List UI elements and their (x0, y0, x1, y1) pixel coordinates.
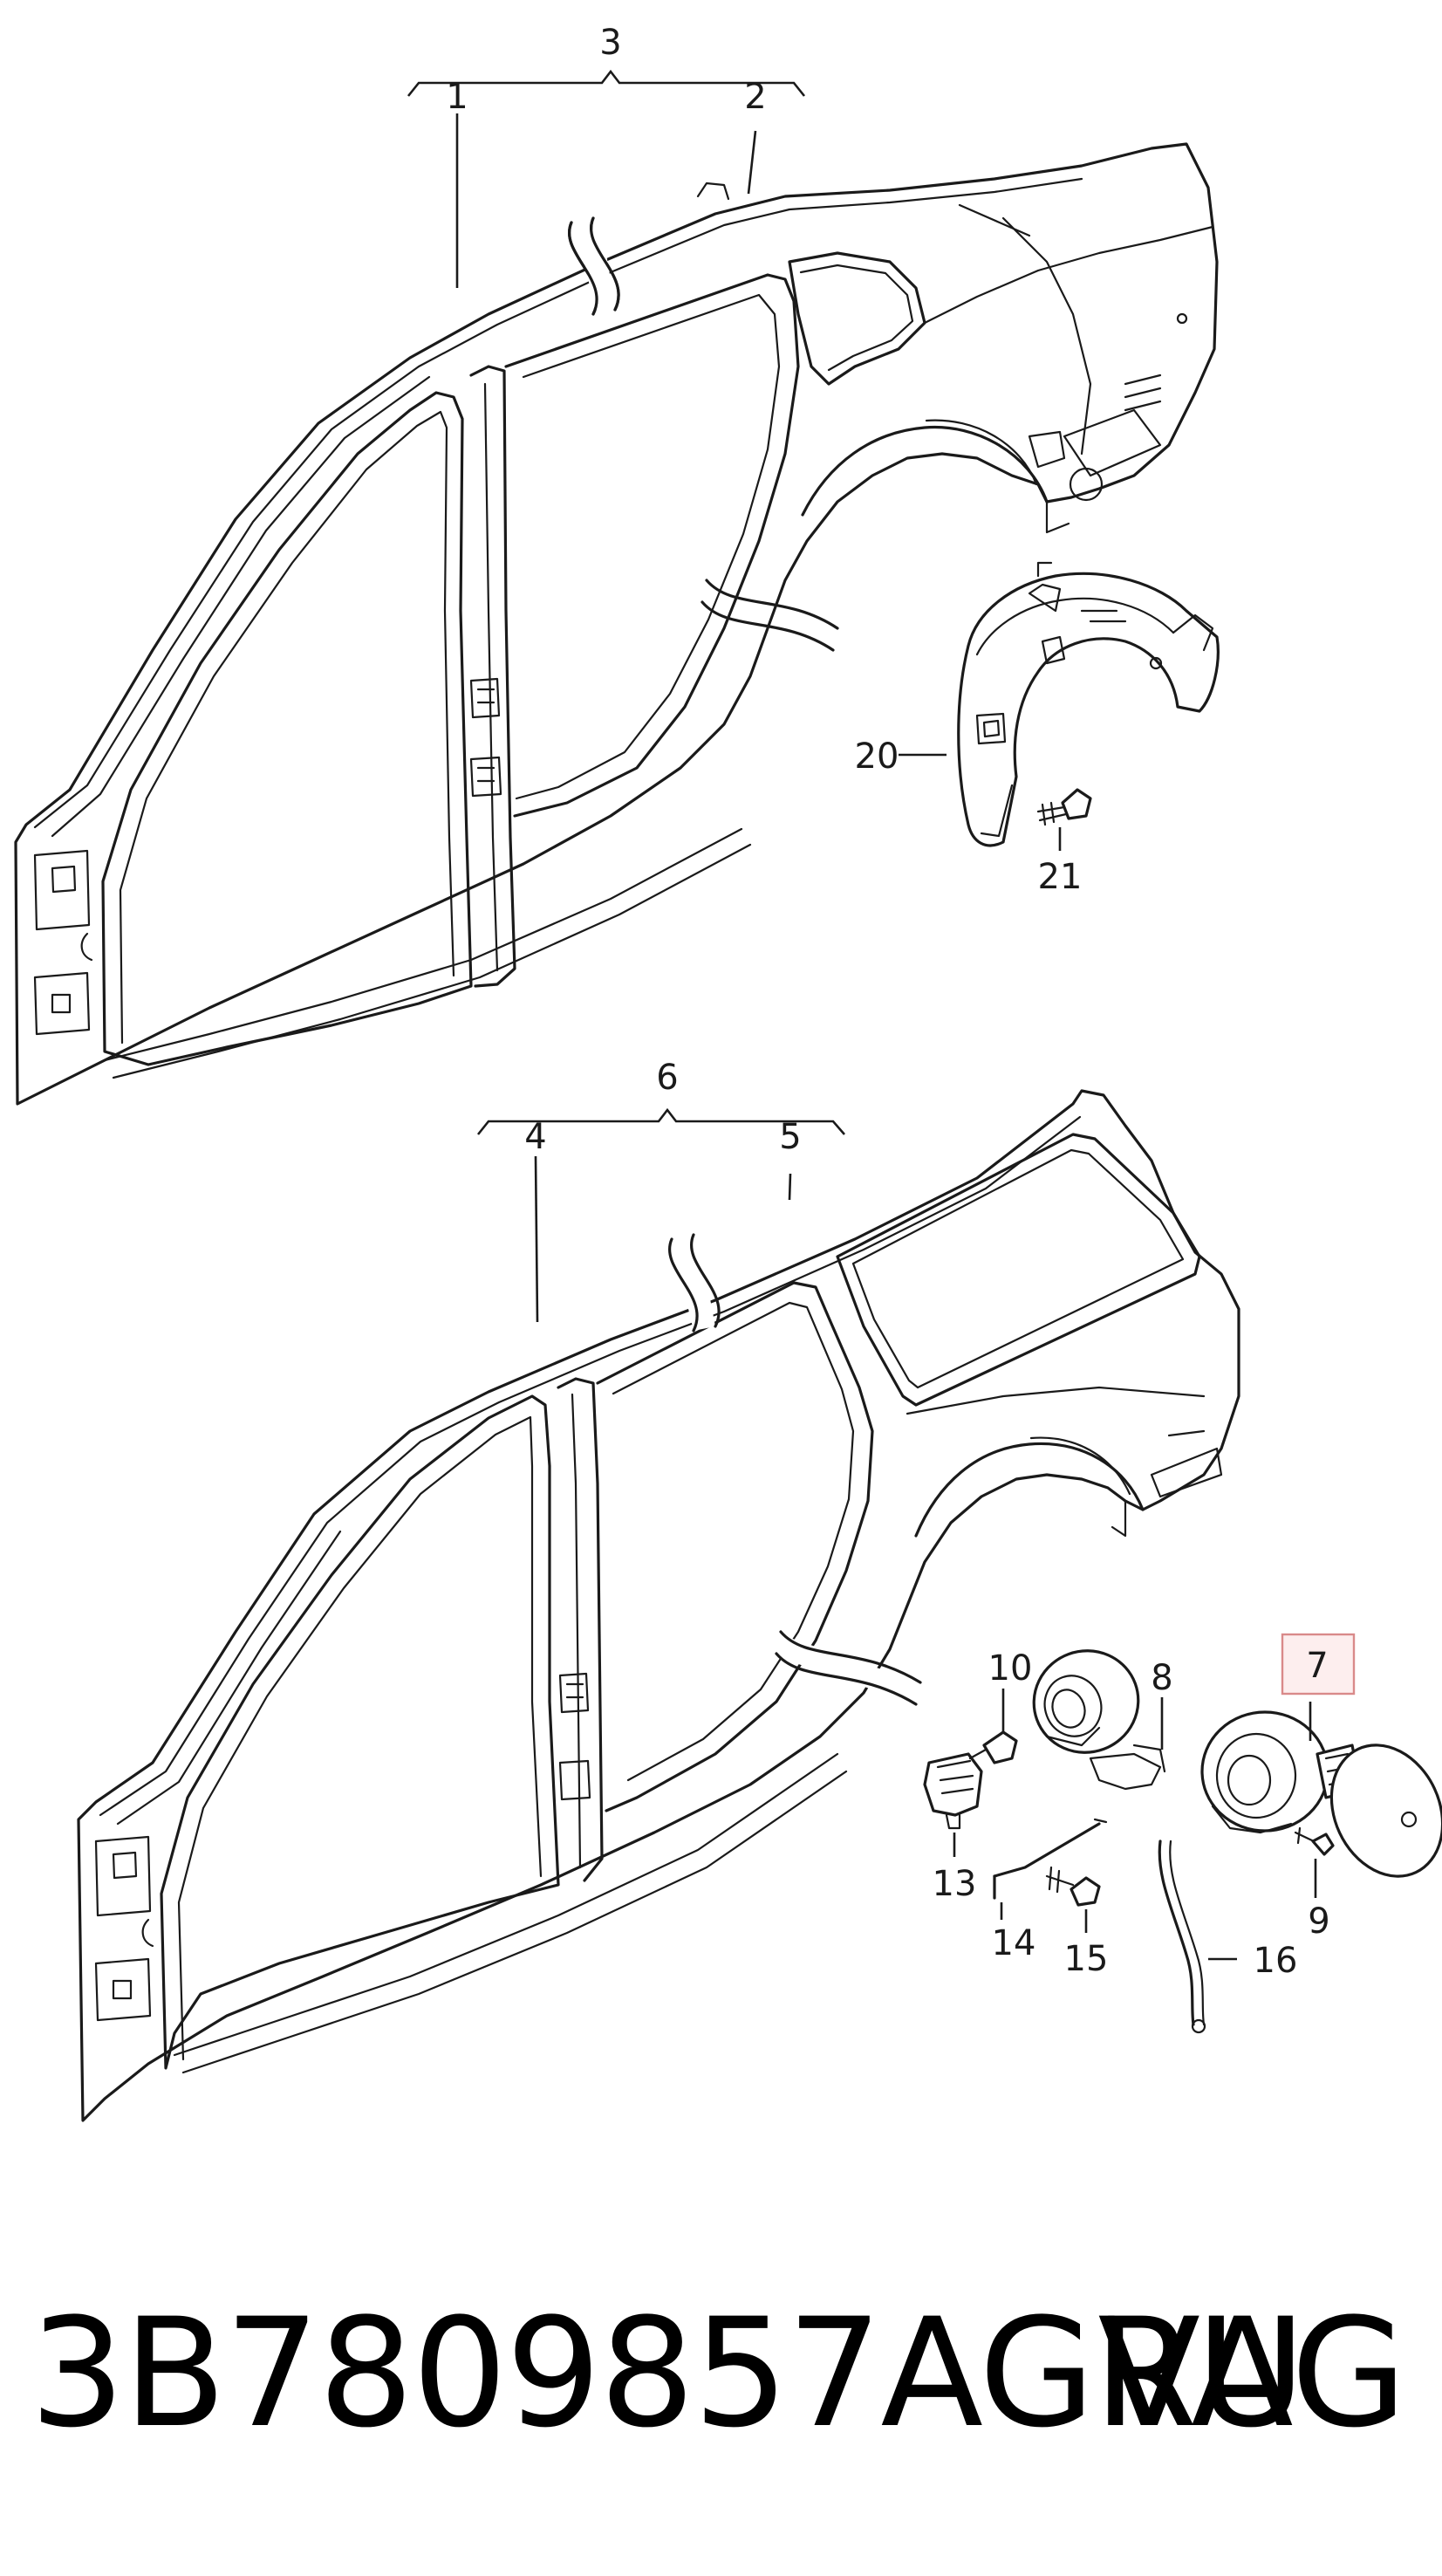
sedan-side-panel-drawing (14, 142, 1219, 1106)
upper-leader-lines (407, 69, 1062, 851)
callout-1[interactable]: 1 (446, 77, 468, 117)
lock-actuator-drawing (923, 1730, 1018, 1830)
wheel-housing-liner-drawing (957, 561, 1220, 847)
screw-9-drawing (1294, 1826, 1335, 1856)
callout-7[interactable]: 7 (1306, 1646, 1328, 1686)
lower-leader-lines (476, 1107, 1317, 1961)
brand-label: VAG (1097, 2285, 1407, 2461)
filler-flap-drawing (1200, 1710, 1442, 1878)
drain-hose-drawing (1158, 1840, 1206, 2034)
screw-15-drawing (1045, 1866, 1101, 1907)
part-number-label: 3B7809857AGRU (30, 2285, 1306, 2461)
callout-9[interactable]: 9 (1308, 1901, 1329, 1942)
callout-5[interactable]: 5 (779, 1117, 801, 1157)
callout-15[interactable]: 15 (1064, 1939, 1109, 1979)
footer-caption: 3B7809857AGRU VAG (0, 2286, 1442, 2461)
callout-4[interactable]: 4 (524, 1117, 546, 1157)
callout-2[interactable]: 2 (744, 77, 766, 117)
callout-21[interactable]: 21 (1038, 857, 1083, 897)
filler-housing-drawing (1032, 1649, 1166, 1791)
wagon-side-panel-drawing (77, 1089, 1240, 2122)
callout-8[interactable]: 8 (1151, 1658, 1172, 1698)
callout-16[interactable]: 16 (1254, 1941, 1298, 1981)
release-rod-drawing (993, 1818, 1108, 1900)
callout-14[interactable]: 14 (992, 1923, 1036, 1963)
callout-7-highlight (1281, 1633, 1356, 1696)
callout-10[interactable]: 10 (988, 1648, 1033, 1689)
callout-20[interactable]: 20 (855, 736, 899, 777)
callout-6[interactable]: 6 (656, 1058, 678, 1098)
screw-21-drawing (1036, 788, 1092, 826)
callout-13[interactable]: 13 (933, 1864, 977, 1904)
callout-3[interactable]: 3 (599, 23, 621, 63)
